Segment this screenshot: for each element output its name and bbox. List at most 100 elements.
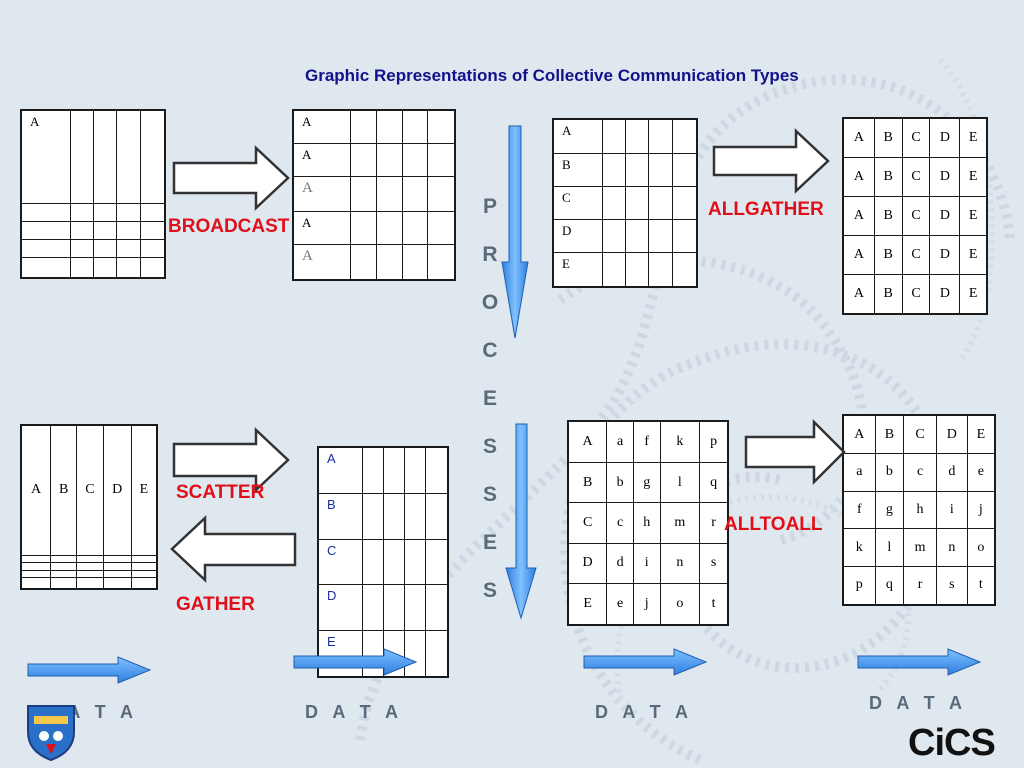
grid-cell bbox=[76, 577, 104, 590]
processes-letter: O bbox=[481, 291, 499, 314]
grid-cell: D bbox=[929, 117, 961, 159]
grid-cell bbox=[425, 446, 449, 495]
grid-cell bbox=[624, 252, 650, 288]
alltoall-label: ALLTOALL bbox=[724, 514, 823, 535]
grid-cell: C bbox=[901, 117, 931, 159]
grid-cell: A bbox=[292, 143, 352, 178]
grid-cell: A bbox=[842, 234, 875, 275]
grid-cell: C bbox=[567, 502, 608, 544]
grid-cell bbox=[671, 118, 698, 154]
grid-cell bbox=[139, 257, 166, 279]
grid-cell: o bbox=[659, 582, 701, 626]
grid-cell bbox=[671, 185, 698, 221]
broadcast-before-grid: A bbox=[20, 109, 166, 279]
grid-cell bbox=[427, 210, 456, 245]
data-arrow-1-icon bbox=[27, 656, 152, 684]
grid-cell bbox=[376, 176, 403, 212]
grid-cell: A bbox=[292, 243, 352, 281]
grid-cell bbox=[350, 109, 378, 145]
grid-cell: c bbox=[903, 453, 937, 492]
grid-cell: B bbox=[552, 152, 603, 187]
grid-cell: D bbox=[567, 542, 608, 584]
data-arrow-2-icon bbox=[293, 648, 418, 676]
grid-cell bbox=[648, 252, 673, 288]
grid-cell bbox=[427, 143, 456, 178]
grid-cell: E bbox=[130, 424, 158, 556]
grid-row: A bbox=[317, 446, 449, 495]
grid-row: A bbox=[292, 143, 456, 178]
grid-cell: e bbox=[606, 582, 634, 626]
grid-row: C bbox=[552, 185, 698, 221]
diagram-title: Graphic Representations of Collective Co… bbox=[305, 66, 799, 85]
allgather-arrow-icon bbox=[712, 128, 830, 194]
grid-cell bbox=[102, 577, 132, 590]
grid-cell: k bbox=[842, 528, 876, 567]
cics-logo: CiCS bbox=[908, 722, 996, 764]
grid-cell bbox=[350, 143, 378, 178]
grid-cell bbox=[648, 185, 673, 221]
data-axis-label-2: D A T A bbox=[305, 702, 403, 722]
grid-row: A bbox=[292, 109, 456, 145]
grid-cell: B bbox=[874, 414, 905, 455]
processes-letter: S bbox=[482, 483, 497, 506]
grid-cell bbox=[350, 210, 378, 245]
grid-cell: d bbox=[606, 542, 634, 584]
scatter-arrow-icon bbox=[172, 427, 290, 493]
processes-letter: S bbox=[482, 579, 497, 602]
processes-axis-label: P R O C E S S E S bbox=[480, 183, 500, 615]
grid-cell: A bbox=[317, 446, 363, 495]
grid-cell bbox=[116, 109, 141, 204]
grid-cell: D bbox=[552, 219, 603, 254]
grid-cell: A bbox=[292, 210, 352, 245]
grid-row bbox=[20, 257, 166, 279]
grid-row: A bbox=[292, 243, 456, 281]
grid-cell bbox=[401, 243, 429, 281]
grid-cell: C bbox=[901, 273, 931, 315]
grid-cell: a bbox=[842, 453, 876, 492]
grid-cell: E bbox=[959, 117, 988, 159]
grid-cell: B bbox=[873, 117, 903, 159]
grid-cell: m bbox=[903, 528, 937, 567]
grid-cell: C bbox=[903, 414, 937, 455]
grid-cell bbox=[425, 629, 449, 678]
grid-cell: n bbox=[659, 542, 701, 584]
scatter-label: SCATTER bbox=[176, 482, 265, 503]
grid-cell: E bbox=[966, 414, 996, 455]
grid-cell bbox=[427, 109, 456, 145]
grid-cell: C bbox=[76, 424, 104, 556]
grid-cell bbox=[601, 219, 627, 254]
processes-down-arrow-lower-icon bbox=[505, 423, 537, 620]
grid-cell: A bbox=[842, 117, 875, 159]
processes-letter: C bbox=[482, 339, 498, 362]
grid-cell: B bbox=[873, 157, 903, 198]
grid-cell: j bbox=[966, 490, 996, 530]
grid-cell: B bbox=[873, 273, 903, 315]
grid-cell: D bbox=[929, 234, 961, 275]
grid-cell: b bbox=[874, 453, 905, 492]
grid-cell: A bbox=[20, 424, 52, 556]
grid-cell: t bbox=[966, 565, 996, 606]
grid-cell bbox=[648, 219, 673, 254]
grid-row bbox=[20, 569, 158, 579]
grid-cell: D bbox=[929, 196, 961, 236]
grid-cell: g bbox=[874, 490, 905, 530]
grid-row: E bbox=[552, 252, 698, 288]
grid-cell: s bbox=[699, 542, 729, 584]
grid-cell bbox=[130, 577, 158, 590]
grid-row bbox=[20, 220, 166, 240]
grid-cell: l bbox=[659, 461, 701, 504]
